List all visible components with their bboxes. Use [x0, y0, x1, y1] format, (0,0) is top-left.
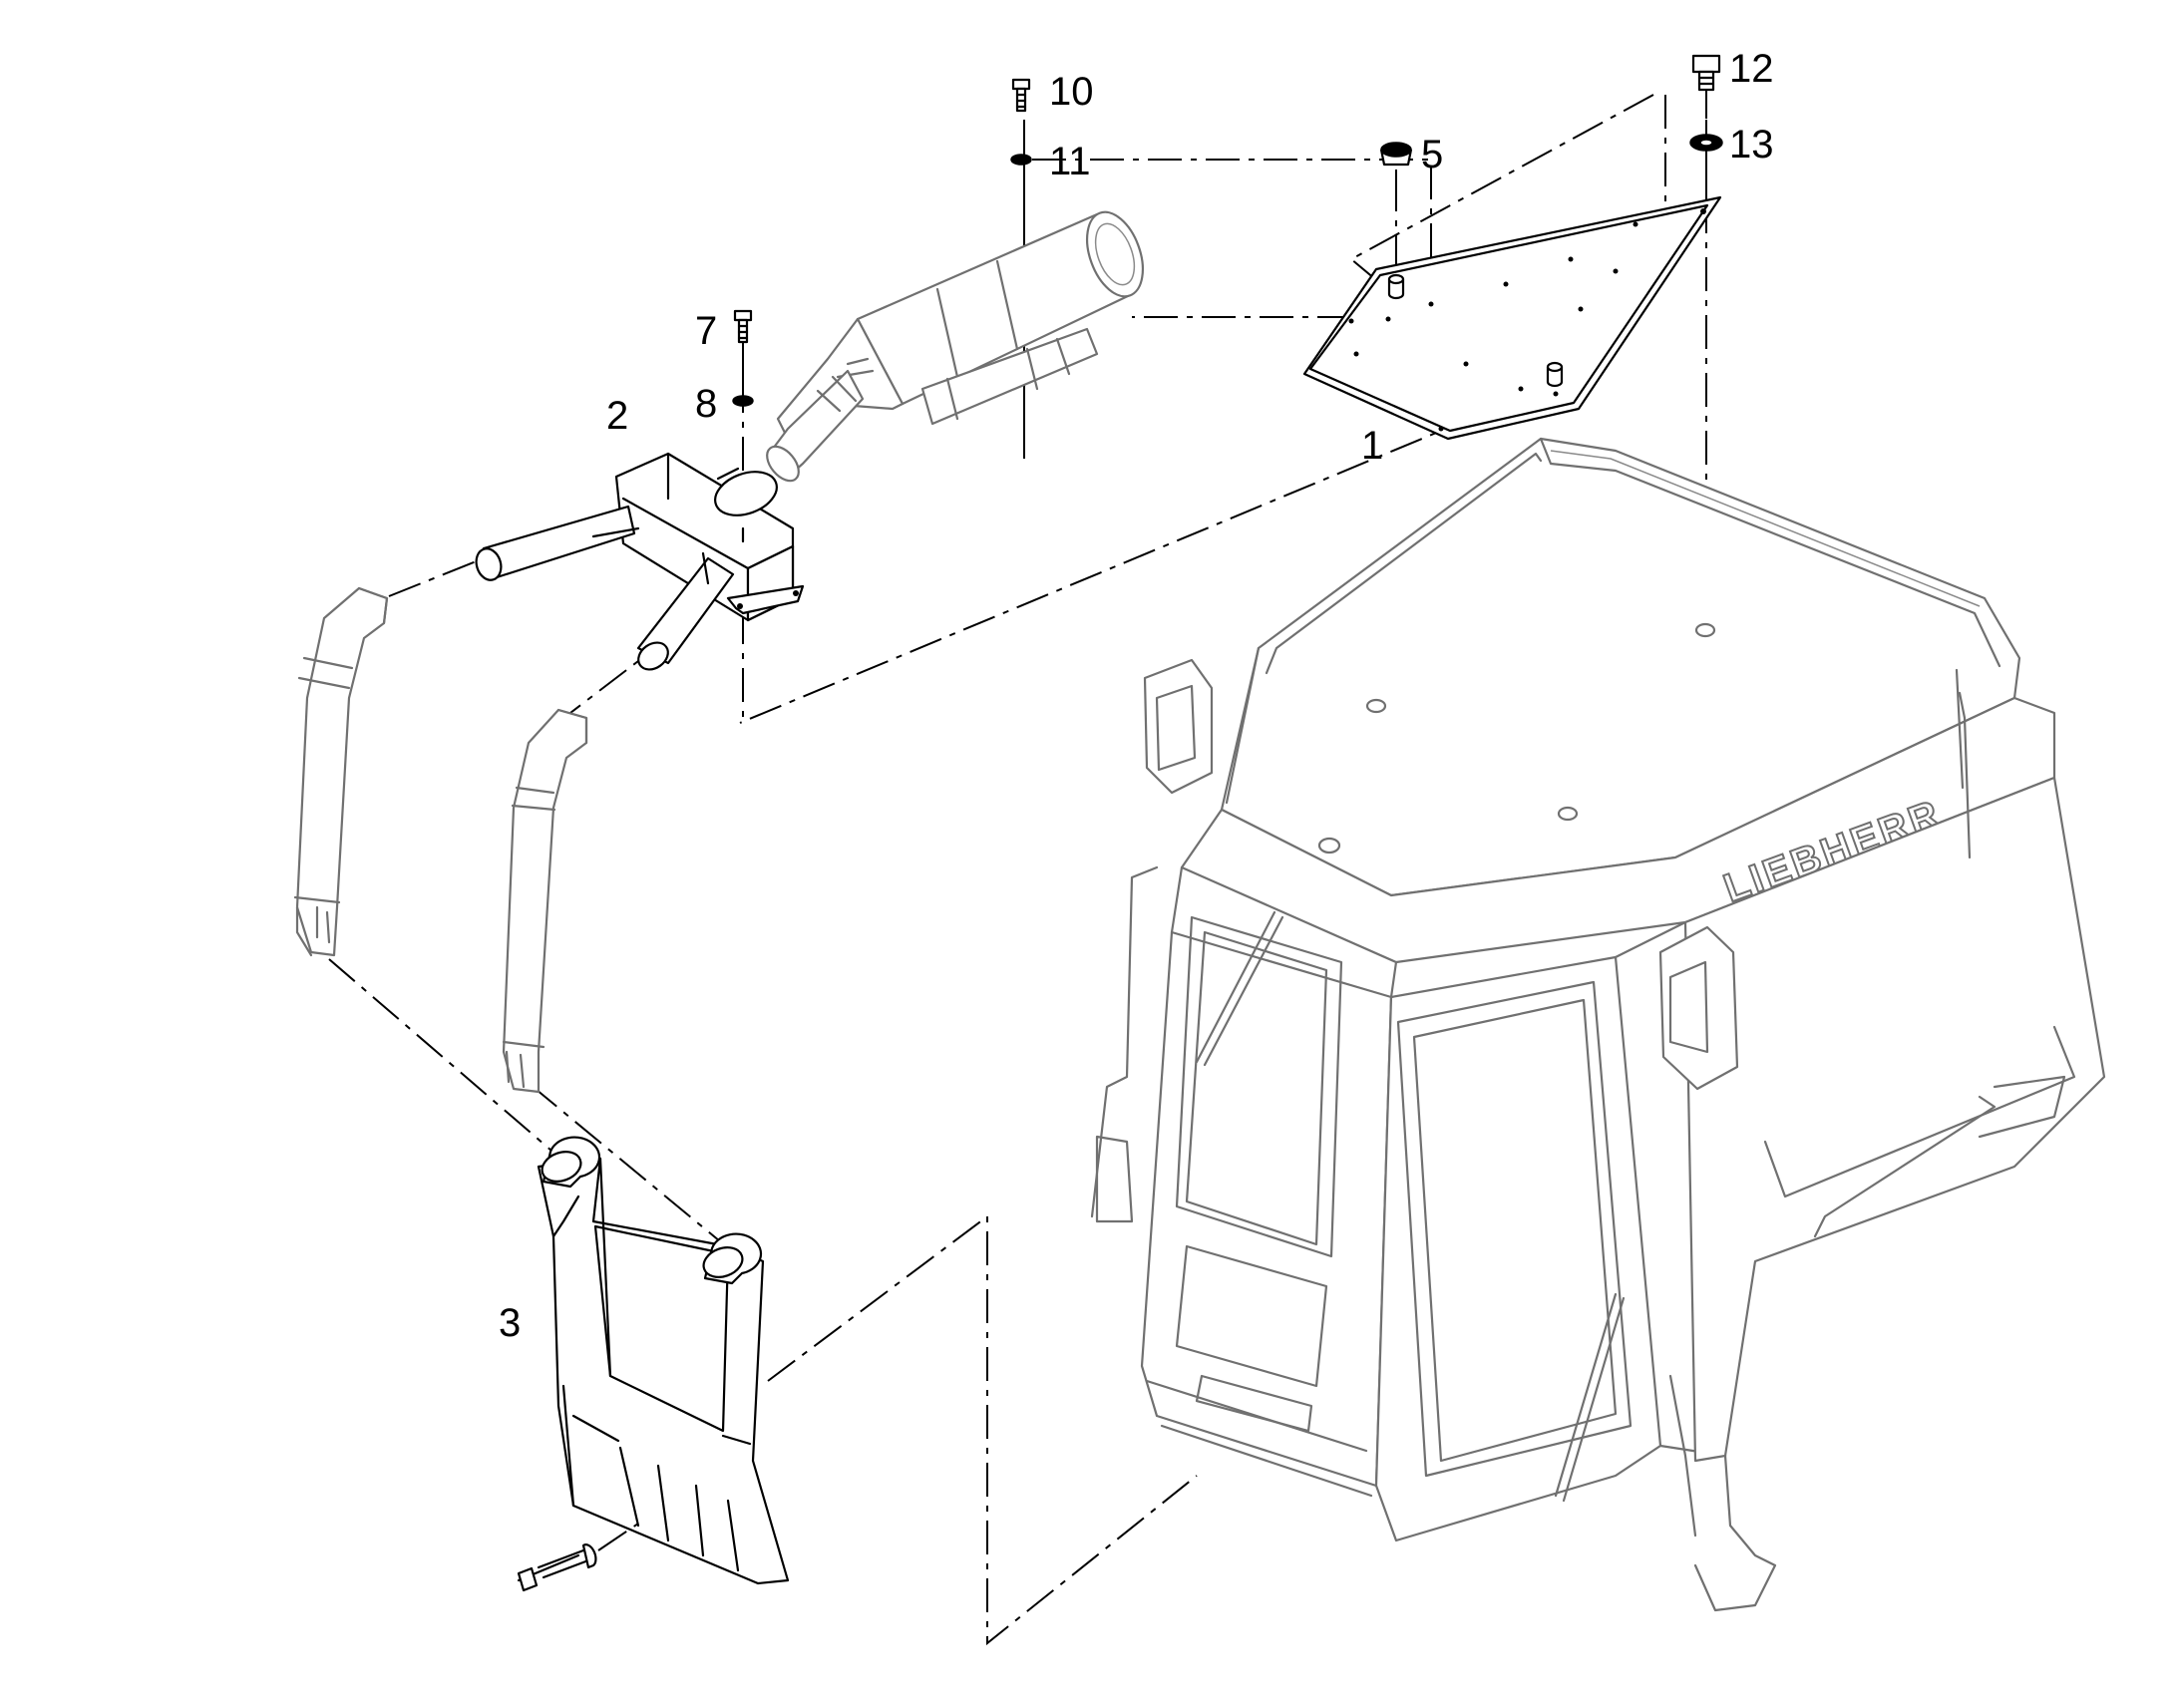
guard-frame	[537, 1136, 790, 1585]
front-wiper	[1195, 910, 1284, 1067]
washer-11	[1010, 154, 1032, 166]
callout-3: 3	[499, 1301, 521, 1345]
roof-plug	[1557, 806, 1579, 822]
callout-2: 2	[606, 394, 628, 438]
callout-5: 5	[1421, 133, 1443, 176]
bolt-10	[1011, 78, 1031, 113]
cab-body: LIEBHERR	[1090, 437, 2106, 1612]
bolt-7	[733, 309, 753, 344]
washer-13	[1689, 134, 1723, 152]
cab-left-handrail	[1090, 865, 1159, 1218]
roof-plug	[1694, 622, 1716, 638]
left-mirror-bracket	[1143, 658, 1214, 795]
roof-plate	[1302, 195, 1722, 441]
rear-wiper	[1554, 1292, 1626, 1503]
callout-1: 1	[1361, 424, 1383, 468]
roof-plug	[1317, 837, 1341, 854]
callout-7: 7	[695, 309, 717, 353]
callout-12: 12	[1729, 47, 1774, 91]
pipe-manifold	[475, 452, 805, 671]
washer-8	[732, 395, 754, 407]
bolt-12	[1691, 54, 1721, 92]
callout-11: 11	[1049, 140, 1091, 183]
muffler	[766, 210, 1144, 483]
right-mirror-bracket	[1658, 925, 1739, 1091]
roof-plug	[1365, 698, 1387, 714]
hose-left	[293, 586, 389, 957]
hose-right	[502, 708, 588, 1094]
callout-labels: 1 2 3 5 7 8 10 11 12 13	[499, 47, 1774, 1345]
cab-front-panel	[1140, 930, 1393, 1488]
guard-screw	[517, 1523, 639, 1592]
callout-13: 13	[1729, 123, 1774, 167]
roof-plug-cap	[1379, 142, 1413, 167]
cab-right-handrail	[1813, 691, 1997, 1238]
cab-front-window	[1175, 915, 1343, 1258]
callout-10: 10	[1049, 70, 1094, 114]
callout-8: 8	[695, 382, 717, 426]
